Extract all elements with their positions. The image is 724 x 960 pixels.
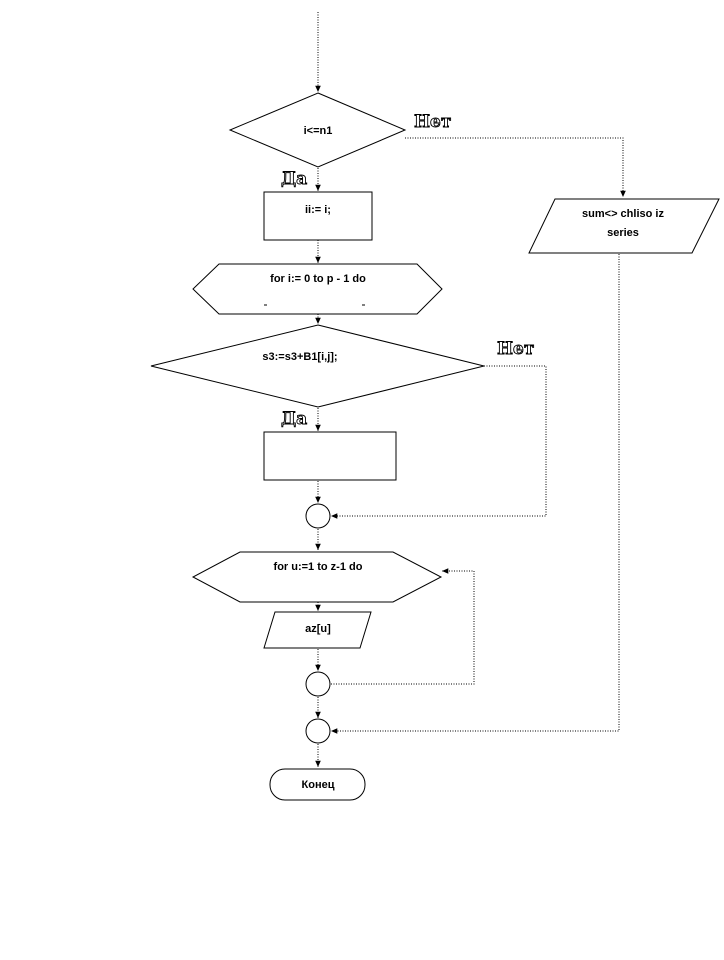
no-label-2: Нет	[497, 339, 534, 359]
decision-1-label: i<=n1	[304, 125, 333, 137]
connector-circle-1	[305, 503, 331, 529]
output-1-label: az[u]	[305, 623, 331, 635]
loop-hexagon-2	[191, 551, 443, 603]
output-2-label-line-1: sum<> chliso iz	[582, 208, 664, 220]
loop-hexagon-1	[192, 263, 443, 315]
decision-diamond-1	[228, 92, 407, 168]
yes-label-2: Да	[281, 409, 307, 429]
no-arrow-1	[405, 137, 626, 197]
yes-label-1: Да	[281, 169, 307, 189]
loop-1-label: for i:= 0 to p - 1 do	[270, 273, 366, 285]
terminator-end	[269, 768, 366, 801]
process-1-label: ii:= i;	[305, 204, 331, 216]
output-parallelogram-1	[263, 611, 372, 649]
process-box-1	[263, 191, 373, 241]
connector-circle-2	[305, 671, 331, 697]
connector-circle-3	[305, 718, 331, 744]
loop-2-label: for u:=1 to z-1 do	[274, 561, 363, 573]
output-2-return-arrow	[331, 254, 620, 734]
no-arrow-2	[331, 365, 547, 519]
no-label-1: Нет	[414, 112, 451, 132]
output-2-label-line-2: series	[607, 227, 639, 239]
decision-diamond-2	[150, 324, 485, 408]
process-box-2	[263, 431, 397, 481]
output-parallelogram-2	[528, 198, 720, 254]
terminator-label: Конец	[302, 779, 335, 791]
decision-2-label: s3:=s3+B1[i,j];	[262, 351, 337, 363]
